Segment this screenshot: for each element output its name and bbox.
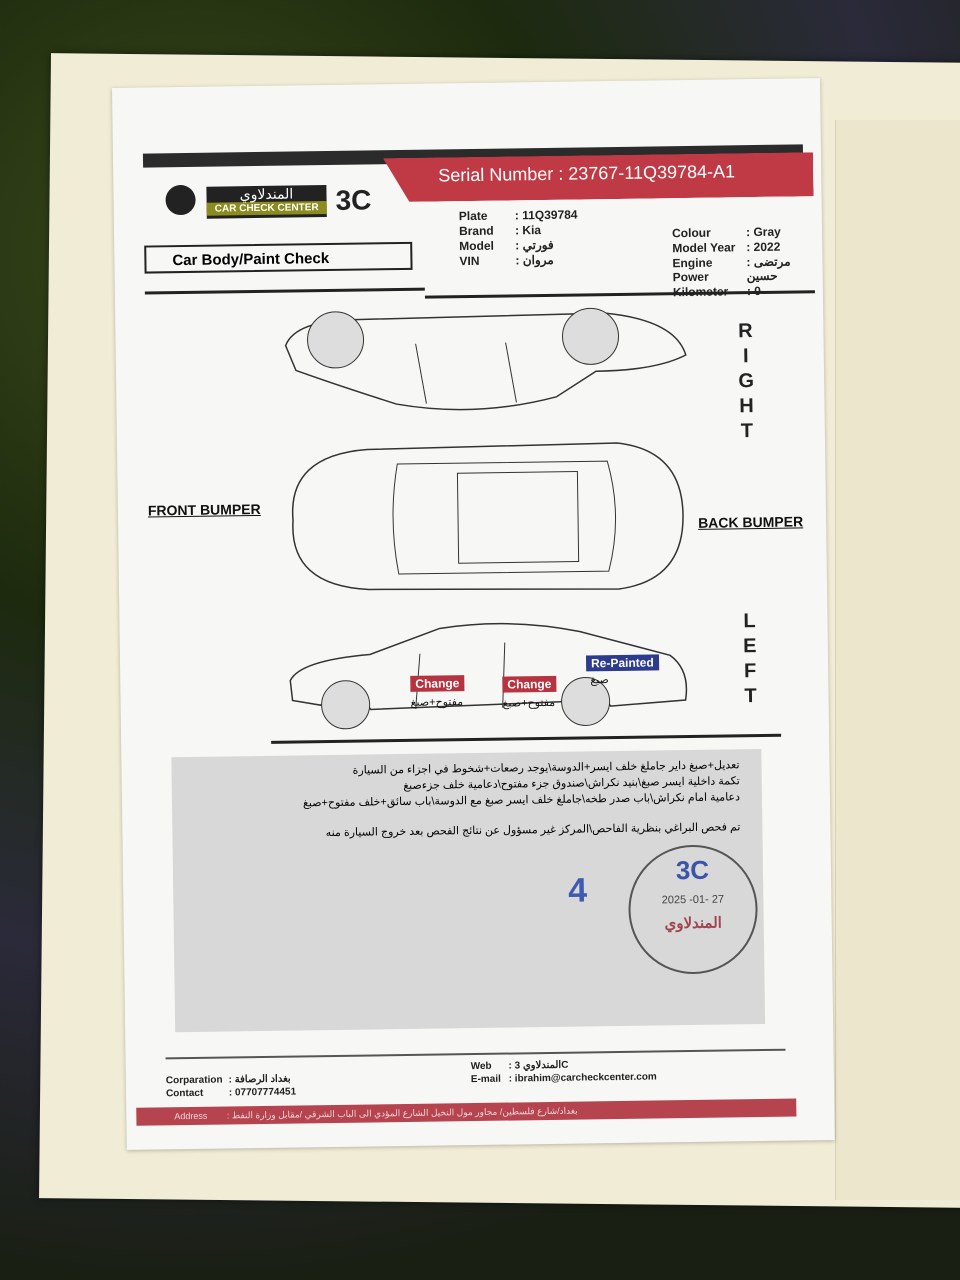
wheel-icon xyxy=(307,311,365,369)
company-logo: المندلاوي CAR CHECK CENTER xyxy=(206,185,327,219)
form-title: Car Body/Paint Check xyxy=(144,241,413,274)
back-bumper-label: BACK BUMPER xyxy=(698,513,804,531)
date-stamp: 3C 2025 -01- 27 المندلاوي xyxy=(627,844,759,975)
mark-note: مفتوح+صبغ xyxy=(502,696,556,710)
divider xyxy=(271,733,782,744)
car-logo-icon xyxy=(165,184,196,216)
vehicle-info-left: Plate: 11Q39784 Brand: Kia Model: فورتي … xyxy=(459,207,583,269)
corporation: Corparation : بغداد الرصافة xyxy=(165,1073,291,1087)
folder-flap xyxy=(835,120,960,1200)
front-bumper-label: FRONT BUMPER xyxy=(147,500,261,519)
address-bar: Address : بغداد/شارع فلسطين/ مجاور مول ا… xyxy=(136,1098,797,1126)
info-row: VIN: مروان xyxy=(459,252,554,269)
info-row: Engine Power: مرتضى حسين xyxy=(672,254,791,285)
stamp-mark: 3C xyxy=(675,854,710,886)
info-row: Plate: 11Q39784 xyxy=(458,207,578,224)
vehicle-info-right: Colour: Gray Model Year: 2022 Engine Pow… xyxy=(672,224,823,300)
inspection-report: Serial Number : 23767-11Q39784-A1 المندل… xyxy=(112,78,835,1150)
handwritten-number: 4 xyxy=(567,871,588,910)
car-right-view xyxy=(284,307,687,411)
mark-note: صبغ xyxy=(590,674,609,687)
logo-3c: 3C xyxy=(335,184,372,216)
wheel-icon xyxy=(321,680,371,730)
stamp-name: المندلاوي xyxy=(664,914,723,933)
contact: Contact : 07707774451 xyxy=(165,1086,297,1100)
car-top-view xyxy=(291,442,684,591)
website: Web : المندلاوي 3C xyxy=(470,1059,569,1073)
divider xyxy=(165,1048,786,1060)
logo-english: CAR CHECK CENTER xyxy=(206,201,327,216)
email: E-mail : ibrahim@carcheckcenter.com xyxy=(470,1071,657,1086)
damage-mark-change: Change xyxy=(410,675,465,692)
wheel-icon xyxy=(561,676,611,726)
damage-mark-repainted: Re-Painted xyxy=(585,654,659,672)
damage-mark-change: Change xyxy=(502,675,557,693)
info-row: Model: فورتي xyxy=(459,237,554,254)
wheel-icon xyxy=(562,307,620,365)
logo-arabic: المندلاوي xyxy=(239,185,294,203)
inspection-notes: تعديل+صبغ داير جاملغ خلف ايسر+الدوسة\يوج… xyxy=(171,748,766,1033)
mark-note: مفتوح+صبغ xyxy=(410,696,464,709)
info-row: Brand: Kia xyxy=(458,223,542,239)
divider xyxy=(144,287,425,295)
stamp-date: 2025 -01- 27 xyxy=(661,893,725,907)
car-left-view xyxy=(289,622,688,730)
serial-number: Serial Number : 23767-11Q39784-A1 xyxy=(438,161,736,186)
